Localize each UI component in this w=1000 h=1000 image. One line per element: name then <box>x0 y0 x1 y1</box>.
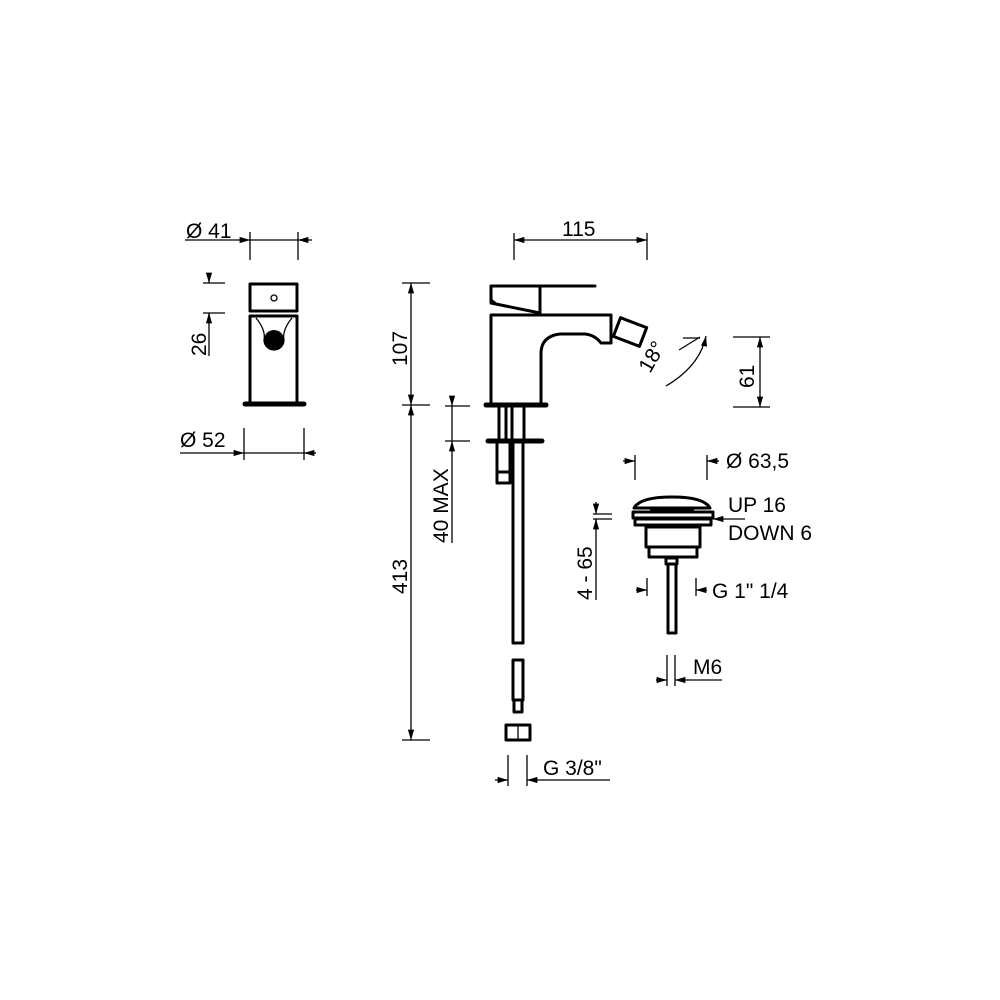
dim-413: 413 <box>389 559 412 594</box>
mixer-side-body <box>242 282 307 407</box>
pop-up-waste: Ø 63,5 UP 16 DOWN 6 4 - 65 G 1" 1/4 M6 <box>574 450 812 686</box>
dim-61: 61 <box>736 365 759 388</box>
dim-diameter-63-5: Ø 63,5 <box>726 450 789 473</box>
dim-115: 115 <box>562 218 595 241</box>
label-down-6: DOWN 6 <box>728 522 812 545</box>
dim-4-65: 4 - 65 <box>574 546 597 600</box>
side-view: Ø 41 26 Ø 52 <box>180 220 316 460</box>
waste-body <box>631 495 715 635</box>
dim-107: 107 <box>389 331 412 366</box>
mixer-front-body <box>483 284 649 742</box>
dim-g-3-8: G 3/8" <box>543 757 602 780</box>
dim-26: 26 <box>188 333 211 356</box>
dim-40-max: 40 MAX <box>430 468 453 543</box>
front-view: 115 107 413 40 MAX 18° 61 G 3/8" <box>389 218 770 786</box>
dim-g-1-1-4: G 1" 1/4 <box>712 580 789 603</box>
dim-diameter-41: Ø 41 <box>186 220 232 243</box>
dim-diameter-52: Ø 52 <box>180 429 226 452</box>
label-up-16: UP 16 <box>728 494 786 517</box>
dim-m6: M6 <box>693 656 722 679</box>
